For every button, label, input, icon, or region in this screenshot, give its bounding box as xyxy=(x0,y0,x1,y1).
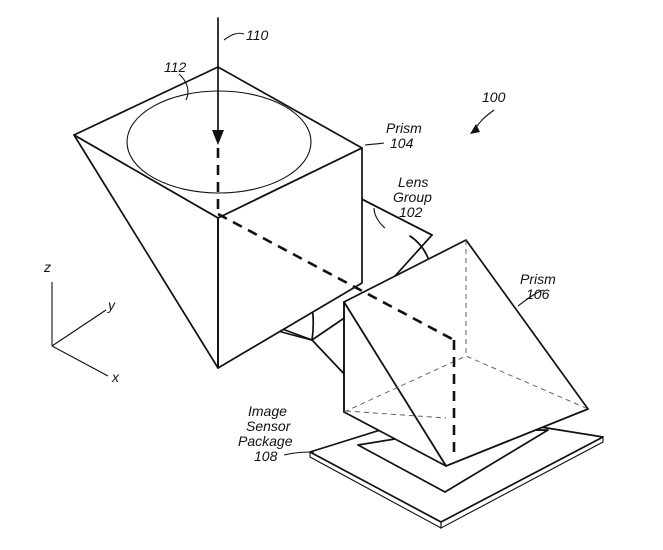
sensor-line2-label: Sensor xyxy=(246,418,292,434)
prism-104-name-label: Prism xyxy=(386,120,422,136)
light-path xyxy=(212,17,456,452)
prism-106-num-label: 106 xyxy=(526,286,550,302)
axis-z-label: z xyxy=(43,259,51,275)
sensor-num-label: 108 xyxy=(254,448,278,464)
lens-group-num-label: 102 xyxy=(399,204,423,220)
prism-106-name-label: Prism xyxy=(520,271,556,287)
arrow-head-icon xyxy=(212,130,224,145)
coordinate-axes xyxy=(51,282,109,377)
axis-y-label: y xyxy=(107,297,116,313)
axis-x-label: x xyxy=(111,369,120,385)
ref-110-label: 110 xyxy=(246,27,269,43)
ref-112-label: 112 xyxy=(164,59,187,75)
ref-100-label: 100 xyxy=(482,89,506,105)
lens-group-line2-label: Group xyxy=(393,189,432,205)
prism-106 xyxy=(343,239,589,467)
sensor-line3-label: Package xyxy=(238,433,293,449)
sensor-line1-label: Image xyxy=(248,403,287,419)
lens-group-line1-label: Lens xyxy=(398,174,428,190)
prism-104-num-label: 104 xyxy=(390,135,414,151)
leader-lines xyxy=(178,32,545,456)
